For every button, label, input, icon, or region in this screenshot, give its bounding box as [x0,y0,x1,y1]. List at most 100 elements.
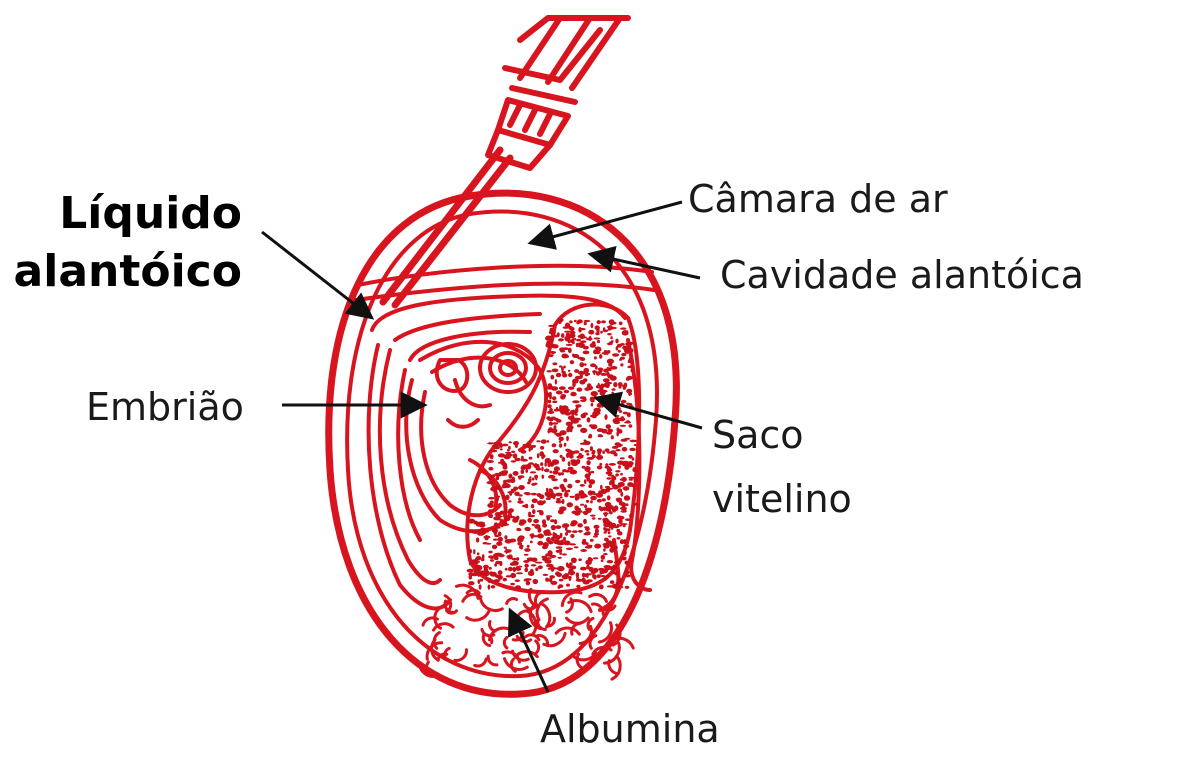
yolk-dot [598,368,604,371]
yolk-dot [584,504,587,508]
arrow-saco [596,398,702,428]
yolk-dot [590,539,594,542]
yolk-dot [478,570,481,573]
yolk-dot [570,339,575,343]
yolk-dot [620,425,626,427]
yolk-dot [555,571,560,575]
yolk-dot [564,390,570,394]
yolk-dot [607,333,612,335]
yolk-dot [505,548,508,554]
yolk-dot [546,393,551,398]
yolk-dot [558,584,563,588]
yolk-dot [561,354,568,359]
yolk-dot [471,573,478,576]
yolk-dot [488,497,494,500]
yolk-dot [490,571,493,575]
yolk-dot [548,541,553,545]
yolk-dot [556,498,560,501]
yolk-dot [532,509,536,514]
yolk-dot [588,484,592,488]
yolk-dot [568,416,573,420]
yolk-dot [618,350,621,353]
yolk-dot [602,518,608,522]
yolk-dot [603,369,609,373]
albumin-swirl [537,599,547,620]
yolk-dot [540,446,544,450]
yolk-dot [548,354,554,357]
yolk-dot [634,477,638,482]
label-albumina: Albumina [540,707,720,751]
yolk-dot [535,567,538,571]
yolk-dot [509,441,512,443]
yolk-dot [605,506,611,512]
yolk-dot [493,539,498,541]
yolk-dot [599,354,602,359]
yolk-dot [578,558,582,561]
yolk-dot [479,584,482,589]
yolk-dot [531,533,534,537]
yolk-dot [580,428,587,433]
yolk-dot [521,459,528,462]
yolk-dot [574,546,579,548]
yolk-dot [569,320,573,323]
yolk-dot [480,528,486,533]
yolk-dot [533,519,539,523]
yolk-dot [609,525,613,529]
yolk-dot [614,453,618,457]
yolk-dot [568,569,573,573]
yolk-dot [608,531,611,534]
yolk-dot [593,574,596,579]
yolk-dot [532,464,539,467]
albumin-swirl [556,628,579,634]
yolk-dot [498,570,503,575]
yolk-dot [553,487,559,490]
yolk-dot [578,530,583,533]
yolk-dot [615,449,620,451]
yolk-dot [584,479,587,484]
yolk-dot [624,383,628,388]
yolk-dot [620,473,623,476]
yolk-dot [488,551,492,554]
yolk-dot [492,450,497,452]
yolk-dot [603,383,610,387]
yolk-dot [630,440,638,443]
yolk-dot [612,353,619,356]
yolk-dot [513,471,519,476]
yolk-dot [571,419,579,424]
yolk-dot [587,457,594,460]
yolk-dot [560,455,563,458]
yolk-dot [531,445,536,448]
yolk-dot [527,482,530,485]
yolk-dot [550,375,554,380]
yolk-dot [617,427,620,432]
yolk-dot [535,562,543,564]
yolk-dot [492,545,497,550]
yolk-dot [549,331,556,335]
yolk-dot [596,493,603,498]
yolk-dot [480,579,484,582]
yolk-dot [599,463,602,466]
yolk-dot [591,323,594,328]
yolk-dot [613,382,617,387]
yolk-dot [566,344,573,346]
yolk-dot [560,350,565,352]
yolk-dot [628,455,633,459]
yolk-dot [573,521,576,526]
yolk-dot [621,416,625,421]
yolk-dot [573,355,577,358]
yolk-dot [605,466,610,469]
yolk-dot [632,503,638,506]
yolk-dot [594,525,600,529]
yolk-dot [622,447,628,452]
yolk-dot [556,419,562,423]
yolk-dot [621,523,628,525]
yolk-dot [546,557,552,559]
yolk-dot [580,336,587,338]
yolk-dot [568,326,572,330]
yolk-dot [531,493,537,496]
yolk-dot [518,485,525,490]
yolk-dot [589,491,595,495]
yolk-dot [531,564,537,566]
yolk-dot [606,471,613,475]
